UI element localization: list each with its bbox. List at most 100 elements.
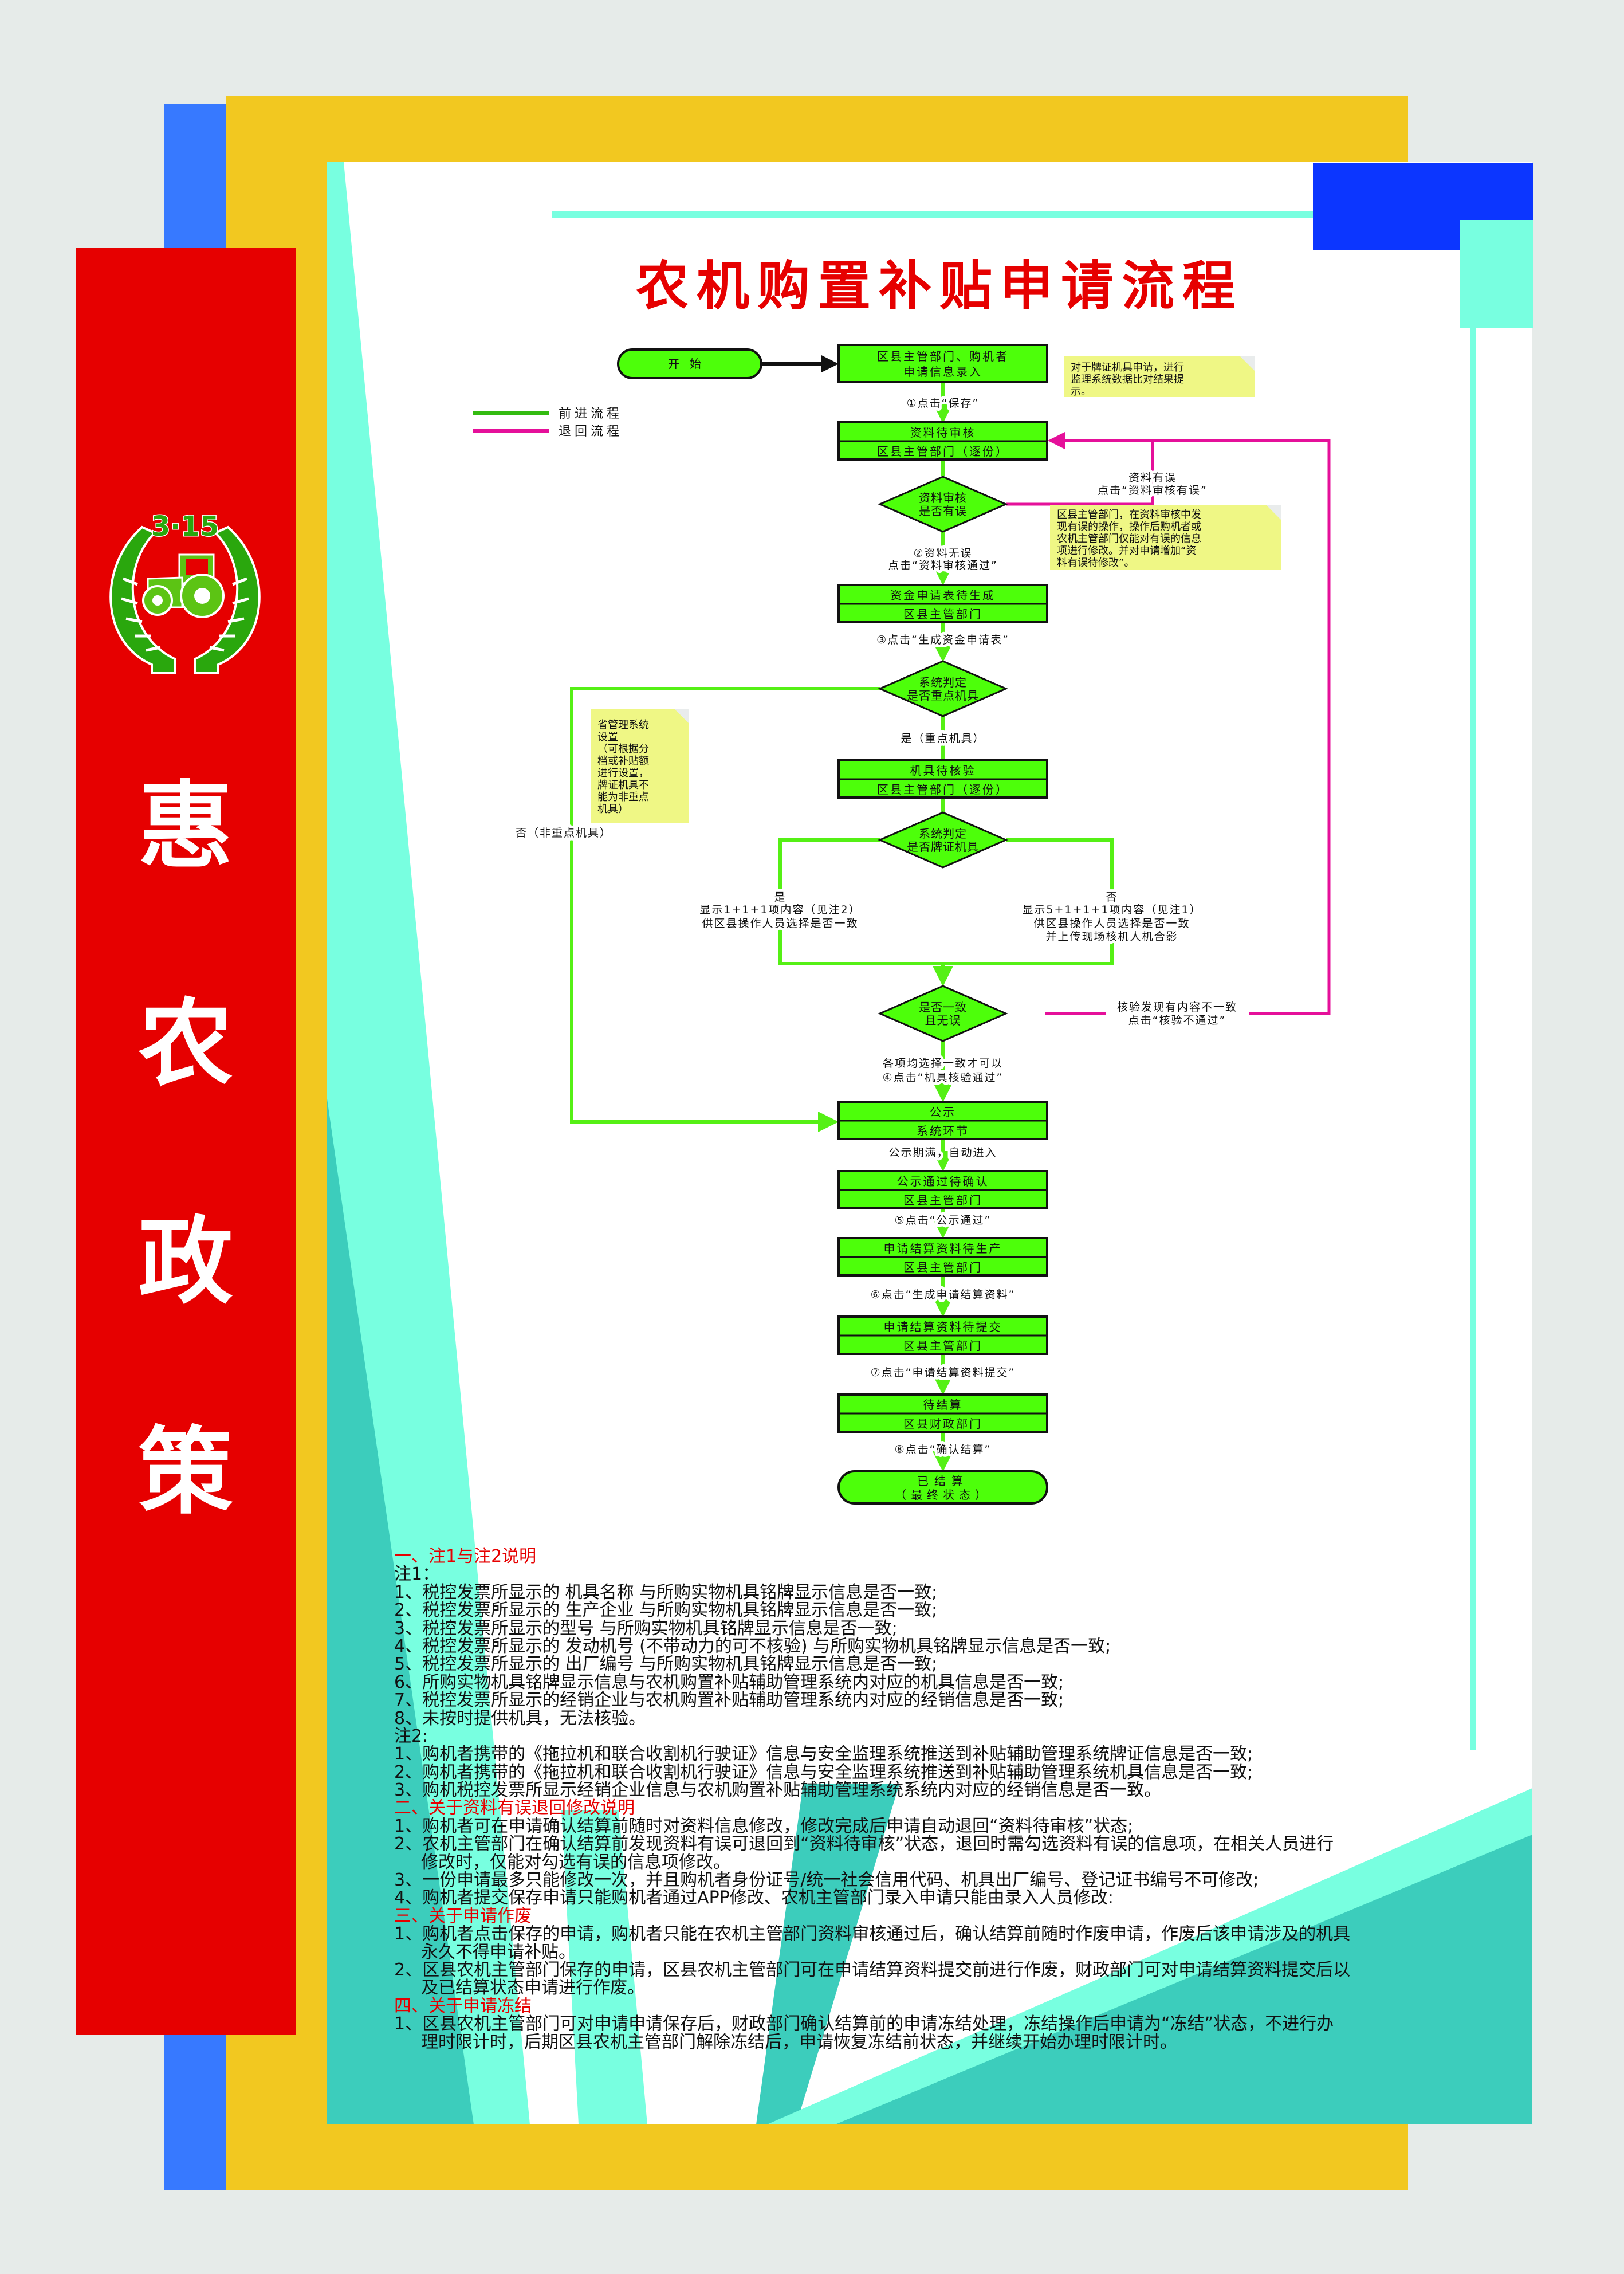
- status-box: 资金申请表待生成 区县主管部门: [837, 584, 1048, 623]
- actor-label: 区县主管部门（逐份）: [877, 445, 1009, 458]
- return-verify-label: 点击“核验不通过”: [1128, 1014, 1226, 1027]
- explanation-line: 永久不得申请补贴。: [421, 1942, 576, 1962]
- actor-label: 系统环节: [917, 1124, 969, 1138]
- explanation-line: 2、购机者携带的《拖拉机和联合收割机行驶证》信息与安全监理系统推送到补贴辅助管理…: [394, 1762, 1253, 1782]
- decision-line: 是否牌证机具: [907, 840, 979, 854]
- teal-stripe-left: [327, 1095, 474, 2124]
- actor-label: 区县主管部门: [903, 1193, 982, 1207]
- status-label: 申请结算资料待提交: [884, 1320, 1002, 1334]
- legend: 前进流程 退回流程: [473, 407, 623, 439]
- step-label: ⑥点击“生成申请结算资料”: [871, 1289, 1016, 1301]
- explanation-line: 3、税控发票所显示的型号 与所购实物机具铭牌显示信息是否一致;: [394, 1618, 898, 1639]
- return-verify-label: 核验发现有内容不一致: [1117, 1001, 1237, 1014]
- entry-box: 区县主管部门、购机者 申请信息录入: [837, 344, 1048, 383]
- actor-label: 区县主管部门: [903, 1339, 982, 1353]
- logo-315-tractor: 3·15: [109, 510, 261, 674]
- section-heading: 四、关于申请冻结: [394, 1996, 532, 2016]
- banner-char: 惠: [138, 771, 233, 881]
- explanation-line: 3、购机税控发票所显示经销企业信息与农机购置补贴辅助管理系统系统内对应的经销信息…: [394, 1780, 1162, 1801]
- start-label: 开始: [668, 357, 711, 371]
- section-heading: 三、关于申请作废: [394, 1906, 532, 1926]
- actor-label: 区县主管部门: [903, 607, 982, 621]
- branch-yes-label: 显示1+1+1项内容（见注2）: [699, 904, 860, 916]
- explanation-line: 8、未按时提供机具，无法核验。: [394, 1708, 646, 1729]
- explanation-line: 4、购机者提交保存申请只能购机者通过APP修改、农机主管部门录入申请只能由录入人…: [394, 1888, 1114, 1908]
- decision-diamond: 系统判定 是否重点机具: [878, 660, 1008, 717]
- entry-box-line: 区县主管部门、购机者: [877, 349, 1009, 363]
- explanation-line: 注2:: [394, 1726, 428, 1746]
- decision-diamond: 资料审核 是否有误: [878, 476, 1008, 533]
- actor-label: 区县财政部门: [903, 1417, 982, 1431]
- note-line: 监理系统数据比对结果提: [1071, 374, 1184, 386]
- entry-box-line: 申请信息录入: [903, 365, 982, 379]
- end-sublabel: （最终状态）: [895, 1488, 991, 1502]
- note-line: （可根据分: [597, 743, 649, 755]
- decision-line: 且无误: [925, 1014, 961, 1027]
- forward-connectors: [570, 382, 1114, 1472]
- teal-triangle-bottom: [835, 1835, 1532, 2124]
- status-box: 公示 系统环节: [837, 1101, 1048, 1140]
- note-fold-icon: [1267, 505, 1281, 520]
- return-connectors: [1006, 432, 1331, 1015]
- explanation-line: 3、一份申请最多只能修改一次，并且购机者身份证号/统一社会信用代码、机具出厂编号…: [394, 1870, 1259, 1891]
- note-fold-icon: [1240, 356, 1255, 371]
- section-heading: 一、注1与注2说明: [394, 1546, 537, 1566]
- explanation-line: 2、区县农机主管部门保存的申请，区县农机主管部门可在申请结算资料提交前进行作废，…: [394, 1959, 1351, 1980]
- note-review-error: 区县主管部门，在资料审核中发 现有误的操作，操作后购机者或 农机主管部门仅能对有…: [1050, 505, 1281, 570]
- mint-right-line: [1470, 328, 1476, 1750]
- section-heading: 二、关于资料有误退回修改说明: [394, 1798, 635, 1819]
- explanation-line: 6、所购实物机具铭牌显示信息与农机购置补贴辅助管理系统内对应的机具信息是否一致;: [394, 1672, 1064, 1692]
- explanation-line: 1、区县农机主管部门可对申请申请保存后，财政部门确认结算前的申请冻结处理，冻结操…: [394, 2014, 1334, 2035]
- note-line: 现有误的操作，操作后购机者或: [1057, 521, 1201, 533]
- note-line: 档或补贴额: [597, 755, 649, 767]
- status-label: 机具待核验: [910, 764, 976, 777]
- explanation-line: 2、税控发票所显示的 生产企业 与所购实物机具铭牌显示信息是否一致;: [394, 1600, 938, 1621]
- status-box: 申请结算资料待提交 区县主管部门: [837, 1315, 1048, 1355]
- legend-return-label: 退回流程: [559, 425, 623, 439]
- note-line: 项进行修改。并对申请增加“资: [1057, 545, 1197, 557]
- explanation-line: 修改时，仅能对勾选有误的信息项修改。: [421, 1852, 730, 1872]
- explanation-line: 1、购机者可在申请确认结算前随时对资料信息修改，修改完成后申请自动退回“资料待审…: [394, 1816, 1134, 1836]
- red-banner: [76, 248, 296, 2035]
- page-title: 农机购置补贴申请流程: [635, 255, 1243, 317]
- mint-corner-square: [1460, 220, 1533, 328]
- status-box: 待结算 区县财政部门: [837, 1393, 1048, 1433]
- key-no-label: 否（非重点机具）: [516, 827, 612, 839]
- step-label: ⑦点击“申请结算资料提交”: [871, 1366, 1016, 1379]
- note-line: 设置: [597, 731, 618, 743]
- note-plate-check: 对于牌证机具申请，进行 监理系统数据比对结果提 示。: [1064, 356, 1255, 398]
- branch-no-label: 否: [1106, 891, 1118, 904]
- start-node: 开始: [617, 348, 762, 379]
- key-yes-label: 是（重点机具）: [901, 732, 985, 745]
- status-label: 资金申请表待生成: [890, 588, 996, 602]
- mint-stripe-mid: [561, 1810, 647, 2124]
- return-review-label: 资料有误: [1128, 472, 1177, 484]
- explanation-line: 7、税控发票所显示的经销企业与农机购置补贴辅助管理系统内对应的经销信息是否一致;: [394, 1690, 1064, 1711]
- branch-yes-label: 是: [774, 891, 786, 904]
- status-label: 资料待审核: [910, 426, 976, 439]
- explanation-line: 理时限计时，后期区县农机主管部门解除冻结后，申请恢复冻结前状态，并继续开始办理时…: [421, 2032, 1177, 2052]
- status-box: 申请结算资料待生产 区县主管部门: [837, 1237, 1048, 1277]
- status-box: 公示通过待确认 区县主管部门: [837, 1170, 1048, 1209]
- decision-line: 资料审核: [919, 491, 967, 505]
- end-label: 已结算: [917, 1474, 969, 1488]
- branch-no-label: 供区县操作人员选择是否一致: [1033, 917, 1190, 930]
- actor-label: 区县主管部门（逐份）: [877, 783, 1009, 796]
- status-label: 公示: [930, 1105, 956, 1119]
- mint-top-line: [552, 211, 1314, 218]
- note-province-setting: 省管理系统 设置 （可根据分 档或补贴额 进行设置， 牌证机具不 能为非重点 机…: [591, 709, 689, 823]
- step-label: ⑤点击“公示通过”: [895, 1214, 992, 1227]
- branch-no-label: 显示5+1+1+1项内容（见注1）: [1022, 904, 1201, 916]
- branch-yes-label: 供区县操作人员选择是否一致: [702, 917, 858, 930]
- note-line: 区县主管部门，在资料审核中发: [1057, 509, 1201, 521]
- step-label: ④点击“机具核验通过”: [883, 1071, 1004, 1084]
- status-box: 机具待核验 区县主管部门（逐份）: [837, 759, 1048, 799]
- explanation-line: 及已结算状态申请进行作废。: [421, 1978, 644, 1998]
- note-line: 省管理系统: [597, 719, 649, 731]
- step-label: ①点击“保存”: [907, 397, 980, 410]
- banner-char: 策: [138, 1417, 233, 1527]
- explanation-line: 2、农机主管部门在确认结算前发现资料有误可退回到“资料待审核”状态，退回时需勾选…: [394, 1834, 1334, 1855]
- explanation-line: 1、购机者携带的《拖拉机和联合收割机行驶证》信息与安全监理系统推送到补贴辅助管理…: [394, 1744, 1253, 1765]
- explanation-line: 5、税控发票所显示的 出厂编号 与所购实物机具铭牌显示信息是否一致;: [394, 1654, 938, 1675]
